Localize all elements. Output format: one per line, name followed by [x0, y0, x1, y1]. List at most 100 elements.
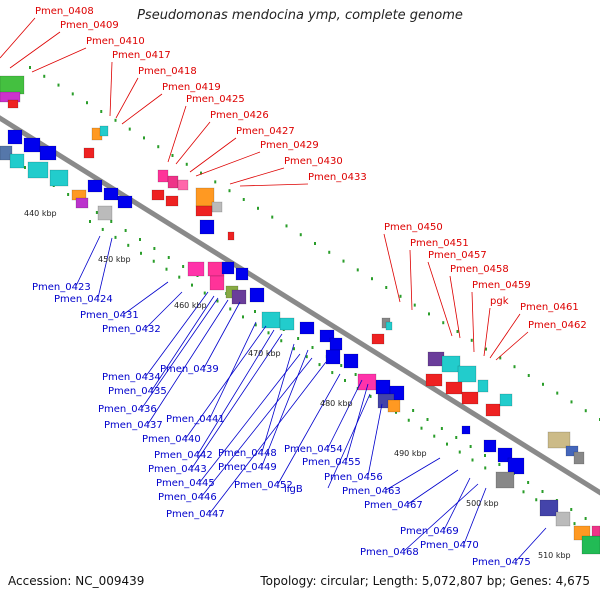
gene-label-forward[interactable]: Pmen_0418 [138, 66, 197, 77]
gene-block[interactable] [375, 379, 391, 395]
gene-label-forward[interactable]: Pmen_0425 [186, 94, 245, 105]
gene-block[interactable] [207, 261, 225, 277]
gene-block[interactable] [457, 365, 477, 383]
gene-label-reverse[interactable]: Pmen_0445 [156, 478, 215, 489]
gene-block[interactable] [97, 205, 113, 221]
gene-block[interactable] [39, 145, 57, 161]
gene-block[interactable] [211, 201, 223, 213]
gene-label-reverse[interactable]: Pmen_0467 [364, 500, 423, 511]
gene-block[interactable] [187, 261, 205, 277]
gene-label-forward[interactable]: Pmen_0409 [60, 20, 119, 31]
gene-label-reverse[interactable]: Pmen_0463 [342, 486, 401, 497]
gene-label-reverse[interactable]: Pmen_0448 [218, 448, 277, 459]
gene-block[interactable] [75, 197, 89, 209]
gene-block[interactable] [461, 425, 471, 435]
gene-label-reverse[interactable]: Pmen_0475 [472, 557, 531, 568]
gene-block[interactable] [441, 355, 461, 373]
gene-block[interactable] [7, 129, 23, 145]
gene-block[interactable] [325, 349, 341, 365]
gene-label-forward[interactable]: Pmen_0462 [528, 320, 587, 331]
gene-block[interactable] [227, 231, 235, 241]
gene-label-forward[interactable]: Pmen_0408 [35, 6, 94, 17]
gene-label-reverse[interactable]: Pmen_0436 [98, 404, 157, 415]
gene-label-forward[interactable]: Pmen_0417 [112, 50, 171, 61]
gene-label-reverse[interactable]: Pmen_0443 [148, 464, 207, 475]
gene-block[interactable] [23, 137, 41, 153]
gene-label-reverse[interactable]: Pmen_0446 [158, 492, 217, 503]
gene-label-forward[interactable]: Pmen_0458 [450, 264, 509, 275]
gene-block[interactable] [477, 379, 489, 393]
gene-block[interactable] [83, 147, 95, 159]
gene-label-reverse[interactable]: Pmen_0432 [102, 324, 161, 335]
gene-block[interactable] [87, 179, 103, 193]
gene-label-forward[interactable]: Pmen_0419 [162, 82, 221, 93]
gene-label-reverse[interactable]: ligB [284, 484, 303, 495]
gene-block[interactable] [387, 399, 401, 413]
gene-block[interactable] [299, 321, 315, 335]
gene-block[interactable] [195, 205, 213, 217]
gene-label-reverse[interactable]: Pmen_0456 [324, 472, 383, 483]
gene-label-reverse[interactable]: Pmen_0439 [160, 364, 219, 375]
gene-label-forward[interactable]: Pmen_0429 [260, 140, 319, 151]
gene-block[interactable] [99, 125, 109, 137]
gene-block[interactable] [507, 457, 525, 475]
gene-block[interactable] [385, 321, 393, 331]
gene-block[interactable] [539, 499, 559, 517]
gene-block[interactable] [209, 275, 225, 291]
gene-label-reverse[interactable]: Pmen_0454 [284, 444, 343, 455]
gene-label-reverse[interactable]: Pmen_0455 [302, 457, 361, 468]
gene-label-reverse[interactable]: Pmen_0452 [234, 480, 293, 491]
gene-block[interactable] [581, 535, 600, 555]
gene-block[interactable] [231, 289, 247, 305]
gene-label-forward[interactable]: Pmen_0450 [384, 222, 443, 233]
gene-label-forward[interactable]: Pmen_0410 [86, 36, 145, 47]
gene-block[interactable] [425, 373, 443, 387]
gene-block[interactable] [565, 445, 579, 457]
gene-block[interactable] [27, 161, 49, 179]
gene-block[interactable] [343, 353, 359, 369]
gene-block[interactable] [329, 337, 343, 351]
gene-label-reverse[interactable]: Pmen_0468 [360, 547, 419, 558]
gene-label-reverse[interactable]: Pmen_0424 [54, 294, 113, 305]
gene-label-reverse[interactable]: Pmen_0469 [400, 526, 459, 537]
gene-label-forward[interactable]: Pmen_0427 [236, 126, 295, 137]
gene-block[interactable] [279, 317, 295, 331]
gene-block[interactable] [0, 145, 13, 161]
gene-label-reverse[interactable]: Pmen_0435 [108, 386, 167, 397]
gene-block[interactable] [445, 381, 463, 395]
gene-block[interactable] [177, 179, 189, 191]
gene-block[interactable] [499, 393, 513, 407]
gene-block[interactable] [157, 169, 169, 183]
gene-label-reverse[interactable]: Pmen_0440 [142, 434, 201, 445]
gene-block[interactable] [165, 195, 179, 207]
gene-block[interactable] [9, 153, 25, 169]
gene-label-forward[interactable]: Pmen_0426 [210, 110, 269, 121]
gene-block[interactable] [371, 333, 385, 345]
gene-label-reverse[interactable]: Pmen_0470 [420, 540, 479, 551]
gene-label-reverse[interactable]: Pmen_0434 [102, 372, 161, 383]
gene-label-reverse[interactable]: Pmen_0441 [166, 414, 225, 425]
gene-block[interactable] [495, 471, 515, 489]
gene-block[interactable] [249, 287, 265, 303]
gene-block[interactable] [555, 511, 571, 527]
gene-label-forward[interactable]: Pmen_0430 [284, 156, 343, 167]
gene-label-reverse[interactable]: Pmen_0423 [32, 282, 91, 293]
gene-label-forward[interactable]: Pmen_0459 [472, 280, 531, 291]
gene-label-forward[interactable]: Pmen_0457 [428, 250, 487, 261]
gene-block[interactable] [235, 267, 249, 281]
gene-block[interactable] [427, 351, 445, 367]
gene-block[interactable] [199, 219, 215, 235]
gene-block[interactable] [0, 75, 25, 95]
gene-label-forward[interactable]: Pmen_0433 [308, 172, 367, 183]
gene-label-reverse[interactable]: Pmen_0442 [154, 450, 213, 461]
gene-block[interactable] [49, 169, 69, 187]
gene-label-reverse[interactable]: Pmen_0449 [218, 462, 277, 473]
gene-block[interactable] [7, 99, 19, 109]
gene-label-forward[interactable]: pgk [490, 296, 509, 307]
gene-block[interactable] [547, 431, 571, 449]
gene-label-forward[interactable]: Pmen_0451 [410, 238, 469, 249]
gene-label-reverse[interactable]: Pmen_0447 [166, 509, 225, 520]
gene-block[interactable] [483, 439, 497, 453]
gene-block[interactable] [103, 187, 119, 201]
gene-block[interactable] [117, 195, 133, 209]
